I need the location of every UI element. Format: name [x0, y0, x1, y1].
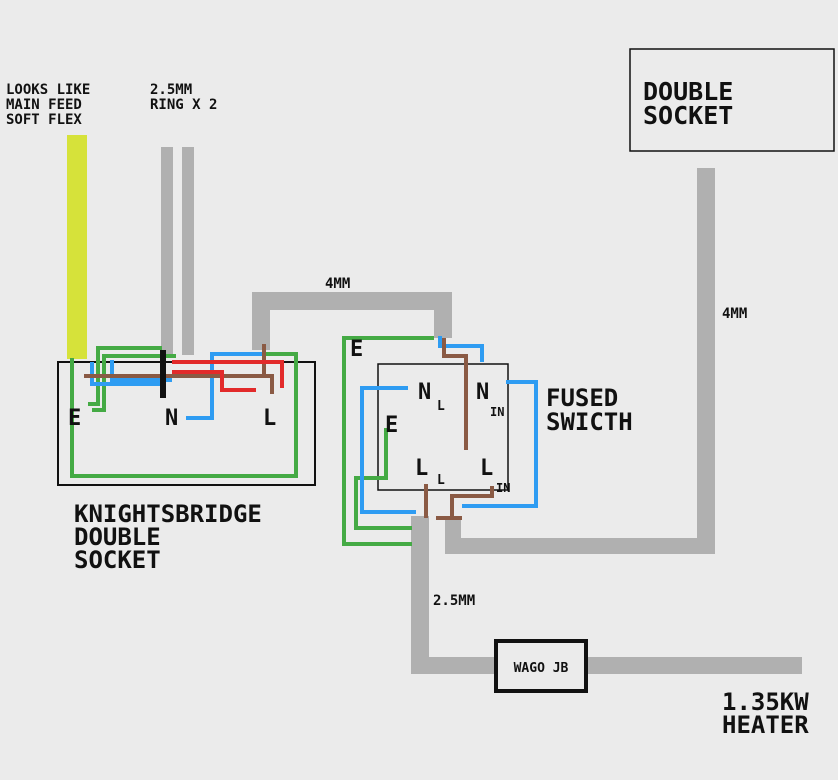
fused-switch-wires: [342, 336, 538, 546]
ring-cable-2: [182, 147, 194, 355]
fused-switch-live-in-sub: IN: [496, 481, 510, 495]
main-feed-label-line1: LOOKS LIKE: [6, 82, 90, 98]
double-socket-cable-up: [445, 520, 461, 554]
neutral-wire: [90, 362, 162, 386]
neutral-wire: [438, 336, 484, 362]
spur-cable-label: 2.5MM: [433, 593, 475, 609]
main-feed-flex: [67, 135, 87, 359]
ring-cable-1: [161, 147, 173, 355]
neutral-wire: [186, 352, 262, 420]
ring-label-line1: 2.5MM: [150, 82, 192, 98]
knightsbridge-label-line1: KNIGHTSBRIDGE: [74, 500, 262, 528]
knightsbridge-label-line3: SOCKET: [74, 546, 161, 574]
heater-cable: [584, 657, 802, 674]
double-socket-label-line1: DOUBLE: [643, 77, 733, 106]
ring-label-line2: RING X 2: [150, 97, 217, 113]
earth-wire: [342, 336, 434, 546]
earth-wire: [70, 352, 298, 478]
knightsbridge-neutral-terminal: N: [165, 406, 178, 431]
wago-junction-box: [494, 639, 588, 693]
main-feed-label-line3: SOFT FLEX: [6, 112, 82, 128]
fused-switch-live-load: L: [415, 456, 428, 481]
wago-label: WAGO JB: [514, 661, 569, 676]
main-feed-label-line2: MAIN FEED: [6, 97, 82, 113]
live-wire: [442, 338, 468, 450]
neutral-wire: [110, 360, 172, 382]
fused-switch-label-line1: FUSED: [546, 384, 618, 412]
link-4mm-label: 4MM: [325, 276, 350, 292]
knightsbridge-earth-terminal: E: [68, 406, 81, 431]
spur-cable-horizontal: [411, 657, 499, 674]
fused-switch-neutral-in: N: [476, 380, 489, 405]
double-socket-cable-horizontal: [445, 538, 715, 554]
neutral-wire: [462, 380, 538, 508]
heater-label-line2: HEATER: [722, 711, 809, 739]
live-wire-red: [172, 370, 256, 392]
fused-switch-label-line2: SWICTH: [546, 408, 633, 436]
double-socket-box: [629, 48, 835, 152]
spur-cable-vertical: [411, 516, 429, 674]
knightsbridge-wires: [70, 344, 298, 478]
fused-switch-neutral-in-sub: IN: [490, 405, 504, 419]
live-wire: [450, 486, 494, 518]
fused-switch-live-load-sub: L: [437, 473, 445, 488]
earth-wire: [354, 428, 412, 530]
heater-label-line1: 1.35KW: [722, 688, 809, 716]
double-socket-cable-label: 4MM: [722, 306, 747, 322]
neutral-wire: [360, 386, 416, 514]
knightsbridge-label-line2: DOUBLE: [74, 523, 161, 551]
neutral-terminal-bar: [160, 350, 166, 398]
fused-switch-earth: E: [385, 413, 398, 438]
fused-switch-box: [377, 363, 509, 491]
live-wire: [84, 374, 274, 394]
link-4mm-top: [252, 292, 452, 310]
grey-cables: [161, 147, 802, 674]
double-socket-cable-vertical: [697, 168, 715, 554]
live-wire-red: [172, 360, 284, 388]
double-socket-label-line2: SOCKET: [643, 101, 733, 130]
fused-switch-earth-in: E: [350, 337, 363, 362]
fused-switch-neutral-load: N: [418, 380, 431, 405]
knightsbridge-live-terminal: L: [263, 406, 276, 431]
fused-switch-neutral-load-sub: L: [437, 399, 445, 414]
link-4mm-down: [434, 292, 452, 338]
fused-switch-live-in: L: [480, 456, 493, 481]
